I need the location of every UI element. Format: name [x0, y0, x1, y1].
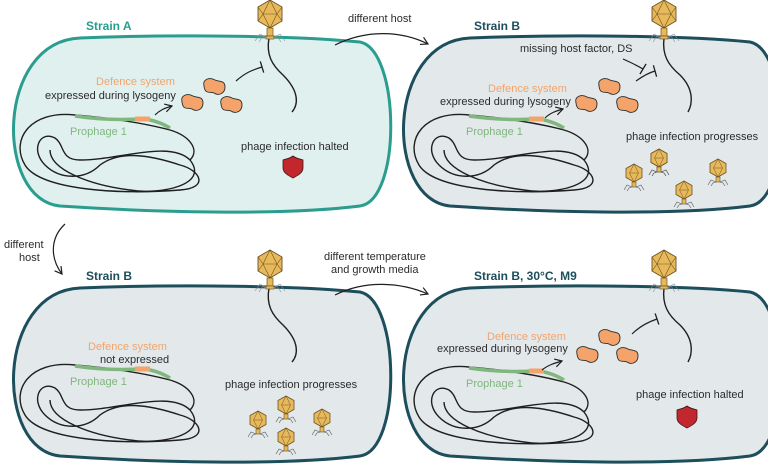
panel-title: Strain A [86, 19, 132, 33]
panel-strain-b-different-host: Strain B Prophage 1 Defence system expre… [402, 0, 768, 214]
prophage-label: Prophage 1 [466, 126, 523, 138]
expression-label: expressed during lysogeny [45, 90, 176, 102]
phage-dna [267, 37, 297, 113]
transition-label: different temperature [324, 251, 426, 263]
outcome-label: phage infection halted [241, 141, 349, 153]
defence-system-label: Defence system [488, 83, 567, 95]
transition-label: and growth media [331, 264, 419, 276]
transition-label: different host [348, 13, 411, 25]
expression-arrow [154, 103, 174, 116]
outcome-label: phage infection progresses [225, 379, 358, 391]
inhibition-arrow [635, 65, 658, 82]
defence-system-label: Defence system [487, 331, 566, 343]
prophage-label: Prophage 1 [70, 126, 127, 138]
cell-strain-b [12, 284, 393, 464]
phage-dna [662, 37, 692, 113]
expression-arrow [541, 358, 564, 371]
expression-label: not expressed [100, 354, 169, 366]
panel-title: Strain B [474, 19, 520, 33]
defence-system-label: Defence system [88, 341, 167, 353]
transition-arrow [52, 223, 66, 275]
expression-label: expressed during lysogeny [440, 96, 571, 108]
transition-arrow [334, 283, 430, 296]
phage-dna [662, 287, 692, 363]
transition-different-host: different host [334, 13, 430, 46]
prophage-label: Prophage 1 [466, 378, 523, 390]
panel-strain-b-30c-m9: Strain B, 30°C, M9 Prophage 1 Defence sy… [402, 249, 768, 464]
missing-factor-inhibition [622, 58, 647, 75]
panel-title: Strain B [86, 269, 132, 283]
transition-label: host [19, 252, 40, 264]
transition-left-different-host: different host [4, 223, 66, 275]
cell-strain-b [402, 284, 768, 464]
expression-label: expressed during lysogeny [437, 343, 568, 355]
inhibition-arrow [235, 61, 265, 82]
missing-factor-label: missing host factor, DS [520, 43, 633, 55]
phage-dna [267, 287, 297, 363]
cell-strain-b [402, 34, 768, 214]
transition-label: different [4, 239, 44, 251]
panel-strain-a: Strain A Prophage 1 Defence system expre… [12, 0, 393, 214]
prophage-label: Prophage 1 [70, 376, 127, 388]
outcome-label: phage infection halted [636, 389, 744, 401]
outcome-label: phage infection progresses [626, 131, 759, 143]
defence-system-label: Defence system [96, 76, 175, 88]
inhibition-arrow [631, 313, 660, 335]
transition-arrow [334, 33, 430, 46]
transition-temperature-media: different temperature and growth media [324, 251, 430, 296]
expression-arrow [544, 106, 565, 119]
panel-title: Strain B, 30°C, M9 [474, 269, 577, 283]
panel-strain-b-not-expressed: Strain B Prophage 1 Defence system not e… [12, 249, 393, 464]
